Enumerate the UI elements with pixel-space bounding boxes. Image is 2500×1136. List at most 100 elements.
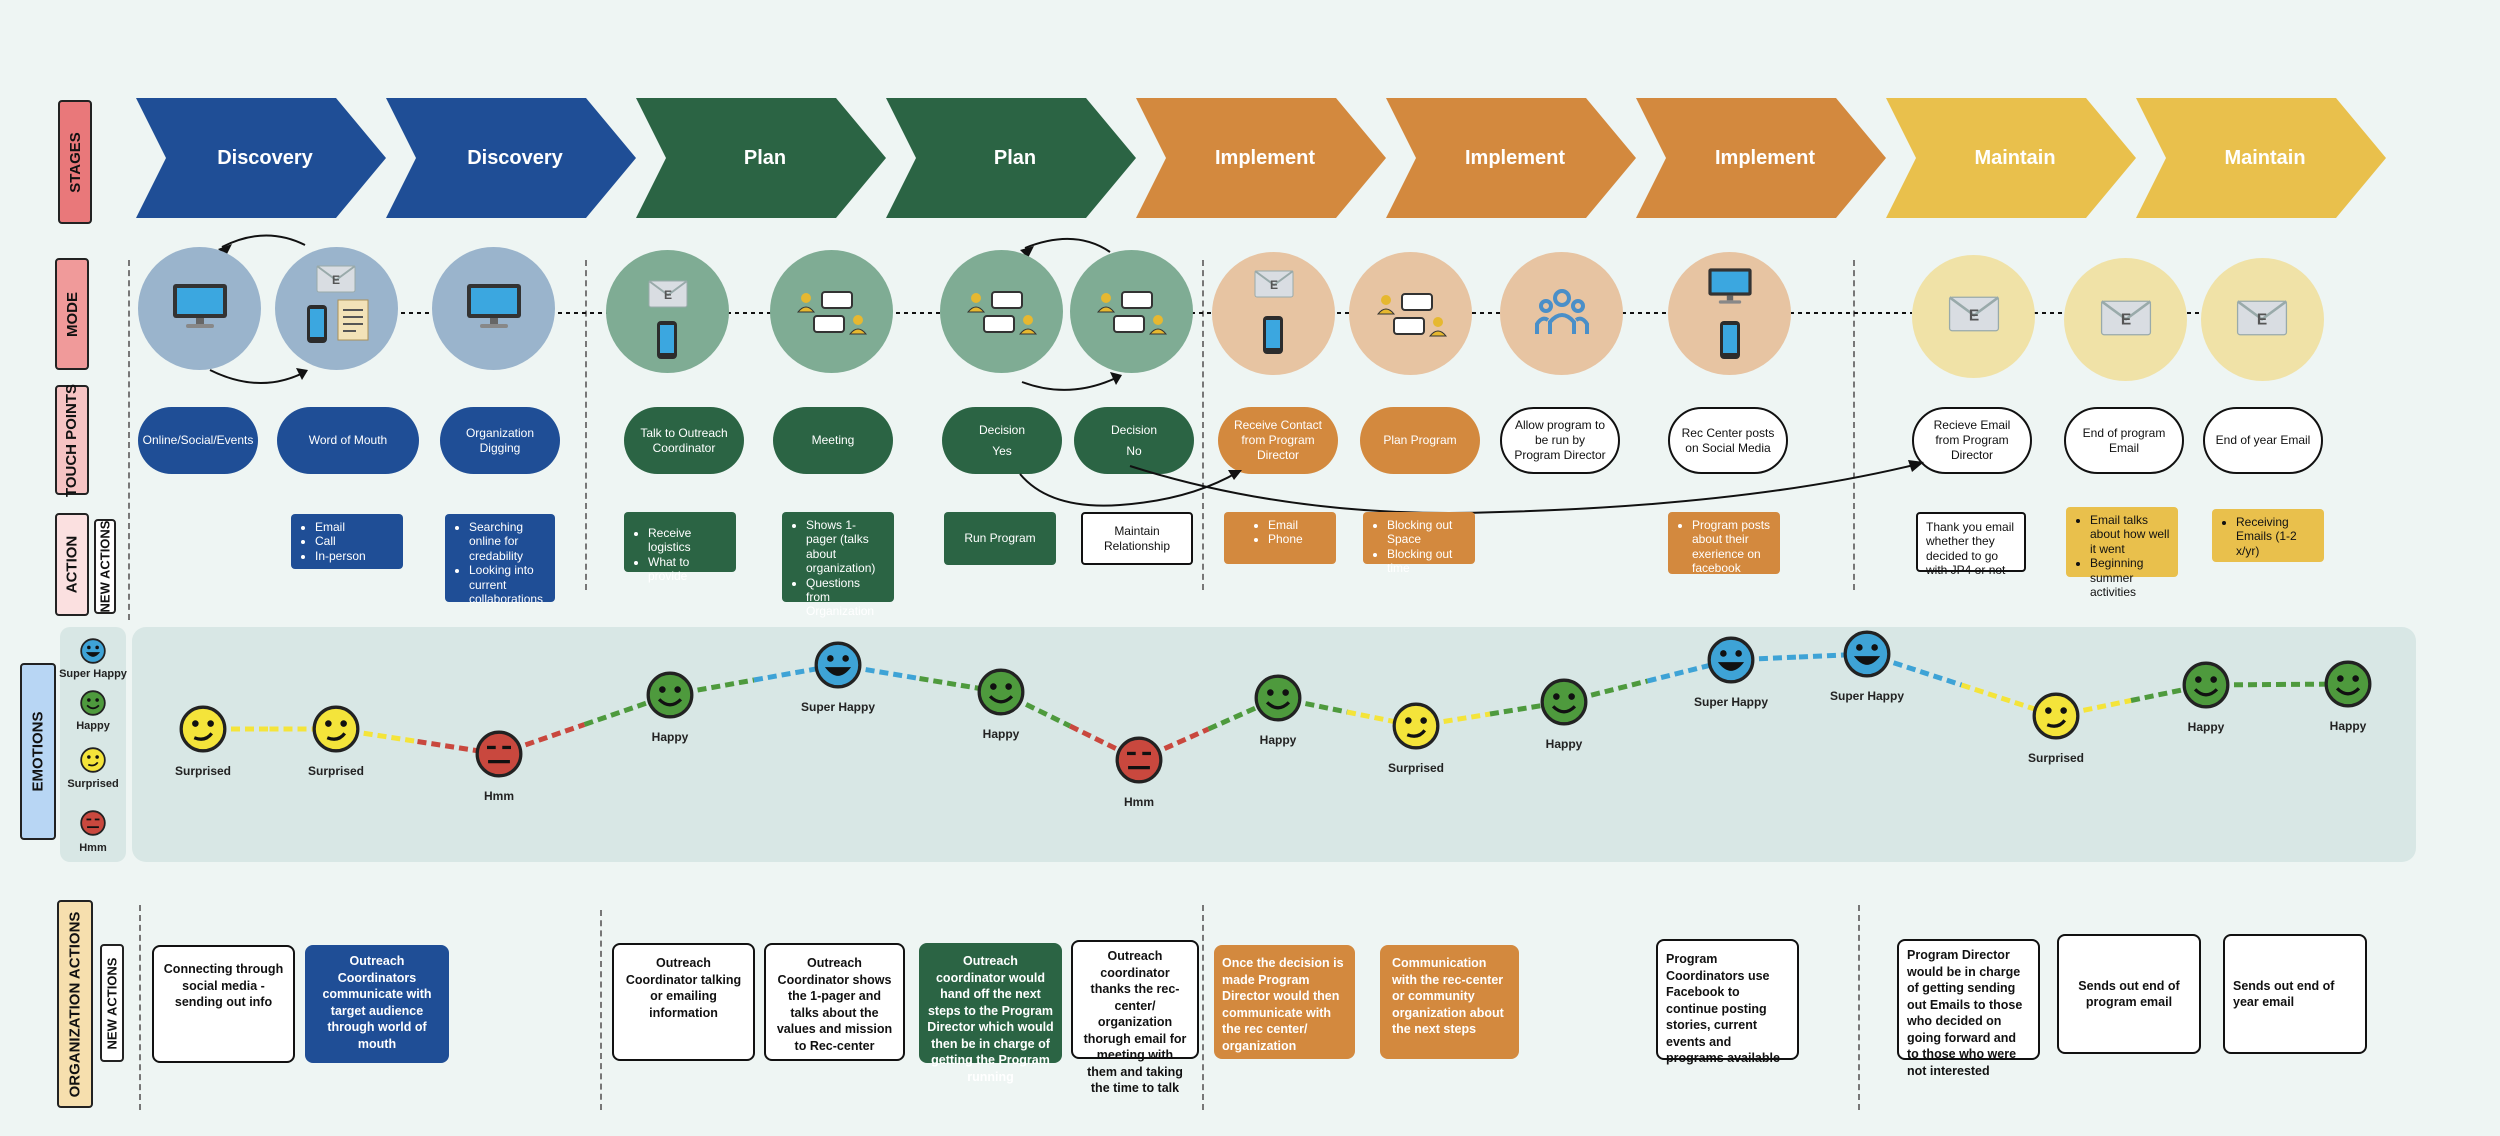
org-action-6: Outreach coordinator thanks the rec-cent…	[1071, 940, 1199, 1095]
action-talk-to-outreach: Receive logisticsWhat to provide	[624, 512, 736, 583]
org-action-3: Outreach Coordinator talking or emailing…	[612, 943, 755, 1061]
action-plan-program: Blocking out SpaceBlocking out time	[1363, 512, 1475, 575]
action-row-label: ACTION	[55, 513, 89, 616]
surprised-face-icon	[80, 747, 106, 773]
stage-implement-1: Implement	[1136, 98, 1386, 218]
emotion-label: Super Happy	[800, 700, 875, 714]
computer-icon	[1708, 268, 1752, 304]
stage-discovery-1: Discovery	[136, 98, 386, 218]
surprised-face-icon	[179, 705, 227, 753]
emotion-label: Happy	[982, 727, 1020, 741]
touchpoint-rec-center-posts: Rec Center posts on Social Media	[1668, 407, 1788, 474]
svg-text:E: E	[332, 273, 340, 287]
mode-circle-5	[770, 250, 893, 373]
svg-text:E: E	[1969, 307, 1979, 324]
stage-maintain-2: Maintain	[2136, 98, 2386, 218]
action-organization-digging: Searching online for credabilityLooking …	[445, 514, 555, 606]
mode-circle-7	[1070, 250, 1193, 373]
happy-face-icon	[2182, 661, 2230, 709]
meeting-icon	[796, 291, 868, 335]
touchpoint-end-of-year-email: End of year Email	[2203, 407, 2323, 474]
action-end-of-program: Email talks about how well it wentBeginn…	[2066, 507, 2178, 599]
email-icon: E	[1254, 270, 1294, 298]
svg-text:E: E	[1270, 278, 1278, 292]
divider-line	[1202, 260, 1204, 590]
meeting-icon	[1376, 293, 1448, 337]
computer-icon	[173, 284, 227, 328]
action-end-of-year: Receiving Emails (1-2 x/yr)	[2212, 509, 2324, 562]
super-happy-face-icon	[80, 638, 106, 664]
action-rec-center-posts: Program posts about their exerience on f…	[1668, 512, 1780, 575]
action-receive-contact: EmailPhone	[1224, 512, 1336, 564]
emotion-curve-segment	[1415, 711, 1491, 729]
happy-face-icon	[646, 671, 694, 719]
happy-face-icon	[1254, 674, 1302, 722]
org-action-1: Connecting through social media - sendin…	[152, 945, 295, 1063]
hmm-face-icon	[475, 730, 523, 778]
svg-text:E: E	[2121, 311, 2131, 328]
emotions-row-label: EMOTIONS	[20, 663, 56, 840]
mode-circle-6	[940, 250, 1063, 373]
action-run-program: Run Program	[944, 512, 1056, 565]
emotion-label: Surprised	[174, 764, 231, 778]
email-icon: E	[648, 280, 688, 308]
org-action-5: Outreach coordinator would hand off the …	[919, 943, 1062, 1084]
emotion-label: Super Happy	[1693, 695, 1768, 709]
touchpoint-meeting: Meeting	[773, 407, 893, 474]
action-maintain-relationship: Maintain Relationship	[1081, 512, 1193, 565]
super-happy-face-icon	[1843, 630, 1891, 678]
divider-line	[1853, 260, 1855, 590]
email-icon: E	[1948, 296, 2000, 332]
svg-text:E: E	[664, 288, 672, 302]
emotion-curve-segment	[2055, 698, 2132, 719]
action-meeting: Shows 1-pager (talks about organization)…	[782, 512, 894, 618]
emotion-curve-segment	[1730, 654, 1800, 663]
divider-line	[139, 905, 141, 1110]
touchpoint-talk-to-outreach: Talk to Outreach Coordinator	[624, 407, 744, 474]
stage-plan-2: Plan	[886, 98, 1136, 218]
hmm-face-icon	[80, 810, 106, 836]
touch-points-row-label: TOUCH POINTS	[55, 383, 89, 497]
org-action-9: Program Coordinators use Facebook to con…	[1656, 939, 1799, 1065]
stage-implement-2: Implement	[1386, 98, 1636, 218]
phone-icon	[657, 321, 677, 359]
super-happy-face-icon	[814, 641, 862, 689]
divider-line	[585, 260, 587, 590]
emotion-label: Surprised	[2027, 751, 2084, 765]
org-new-actions-row-label: NEW ACTIONS	[100, 944, 124, 1062]
touchpoint-receive-contact: Receive Contact from Program Director	[1218, 407, 1338, 474]
happy-face-icon	[1540, 678, 1588, 726]
email-icon: E	[2100, 300, 2152, 336]
emotion-label: Happy	[651, 730, 689, 744]
emotion-label: Surprised	[307, 764, 364, 778]
emotion-label: Super Happy	[1829, 689, 1904, 703]
emotion-curve-segment	[2205, 682, 2278, 688]
emotion-curve-segment	[999, 689, 1072, 729]
emotion-label: Happy	[1545, 737, 1583, 751]
stage-implement-3: Implement	[1636, 98, 1886, 218]
org-action-2: Outreach Coordinators communicate with t…	[305, 945, 449, 1063]
stage-maintain-1: Maintain	[1886, 98, 2136, 218]
org-action-10: Program Director would be in charge of g…	[1897, 939, 2040, 1078]
touchpoint-allow-program: Allow program to be run by Program Direc…	[1500, 407, 1620, 474]
emotion-label: Happy	[1259, 733, 1297, 747]
happy-face-icon	[977, 668, 1025, 716]
stage-plan-1: Plan	[636, 98, 886, 218]
emotion-curve-segment	[1137, 726, 1210, 763]
meeting-icon	[1096, 291, 1168, 335]
phone-icon	[1263, 316, 1283, 354]
meeting-icon	[966, 291, 1038, 335]
divider-line	[128, 260, 130, 620]
touchpoint-online-social-events: Online/Social/Events	[138, 407, 258, 474]
org-action-4: Outreach Coordinator shows the 1-pager a…	[764, 943, 905, 1061]
email-icon: E	[316, 265, 356, 293]
touchpoint-recieve-email: Recieve Email from Program Director	[1912, 407, 2032, 474]
people-icon	[1535, 289, 1589, 334]
touchpoint-organization-digging: Organization Digging	[440, 407, 560, 474]
org-action-8: Communication with the rec-center or com…	[1380, 945, 1519, 1059]
org-action-7: Once the decision is made Program Direct…	[1214, 945, 1355, 1059]
org-actions-row-label: ORGANIZATION ACTIONS	[57, 900, 93, 1108]
phone-icon	[1720, 321, 1740, 359]
emotion-label: Hmm	[483, 789, 514, 803]
